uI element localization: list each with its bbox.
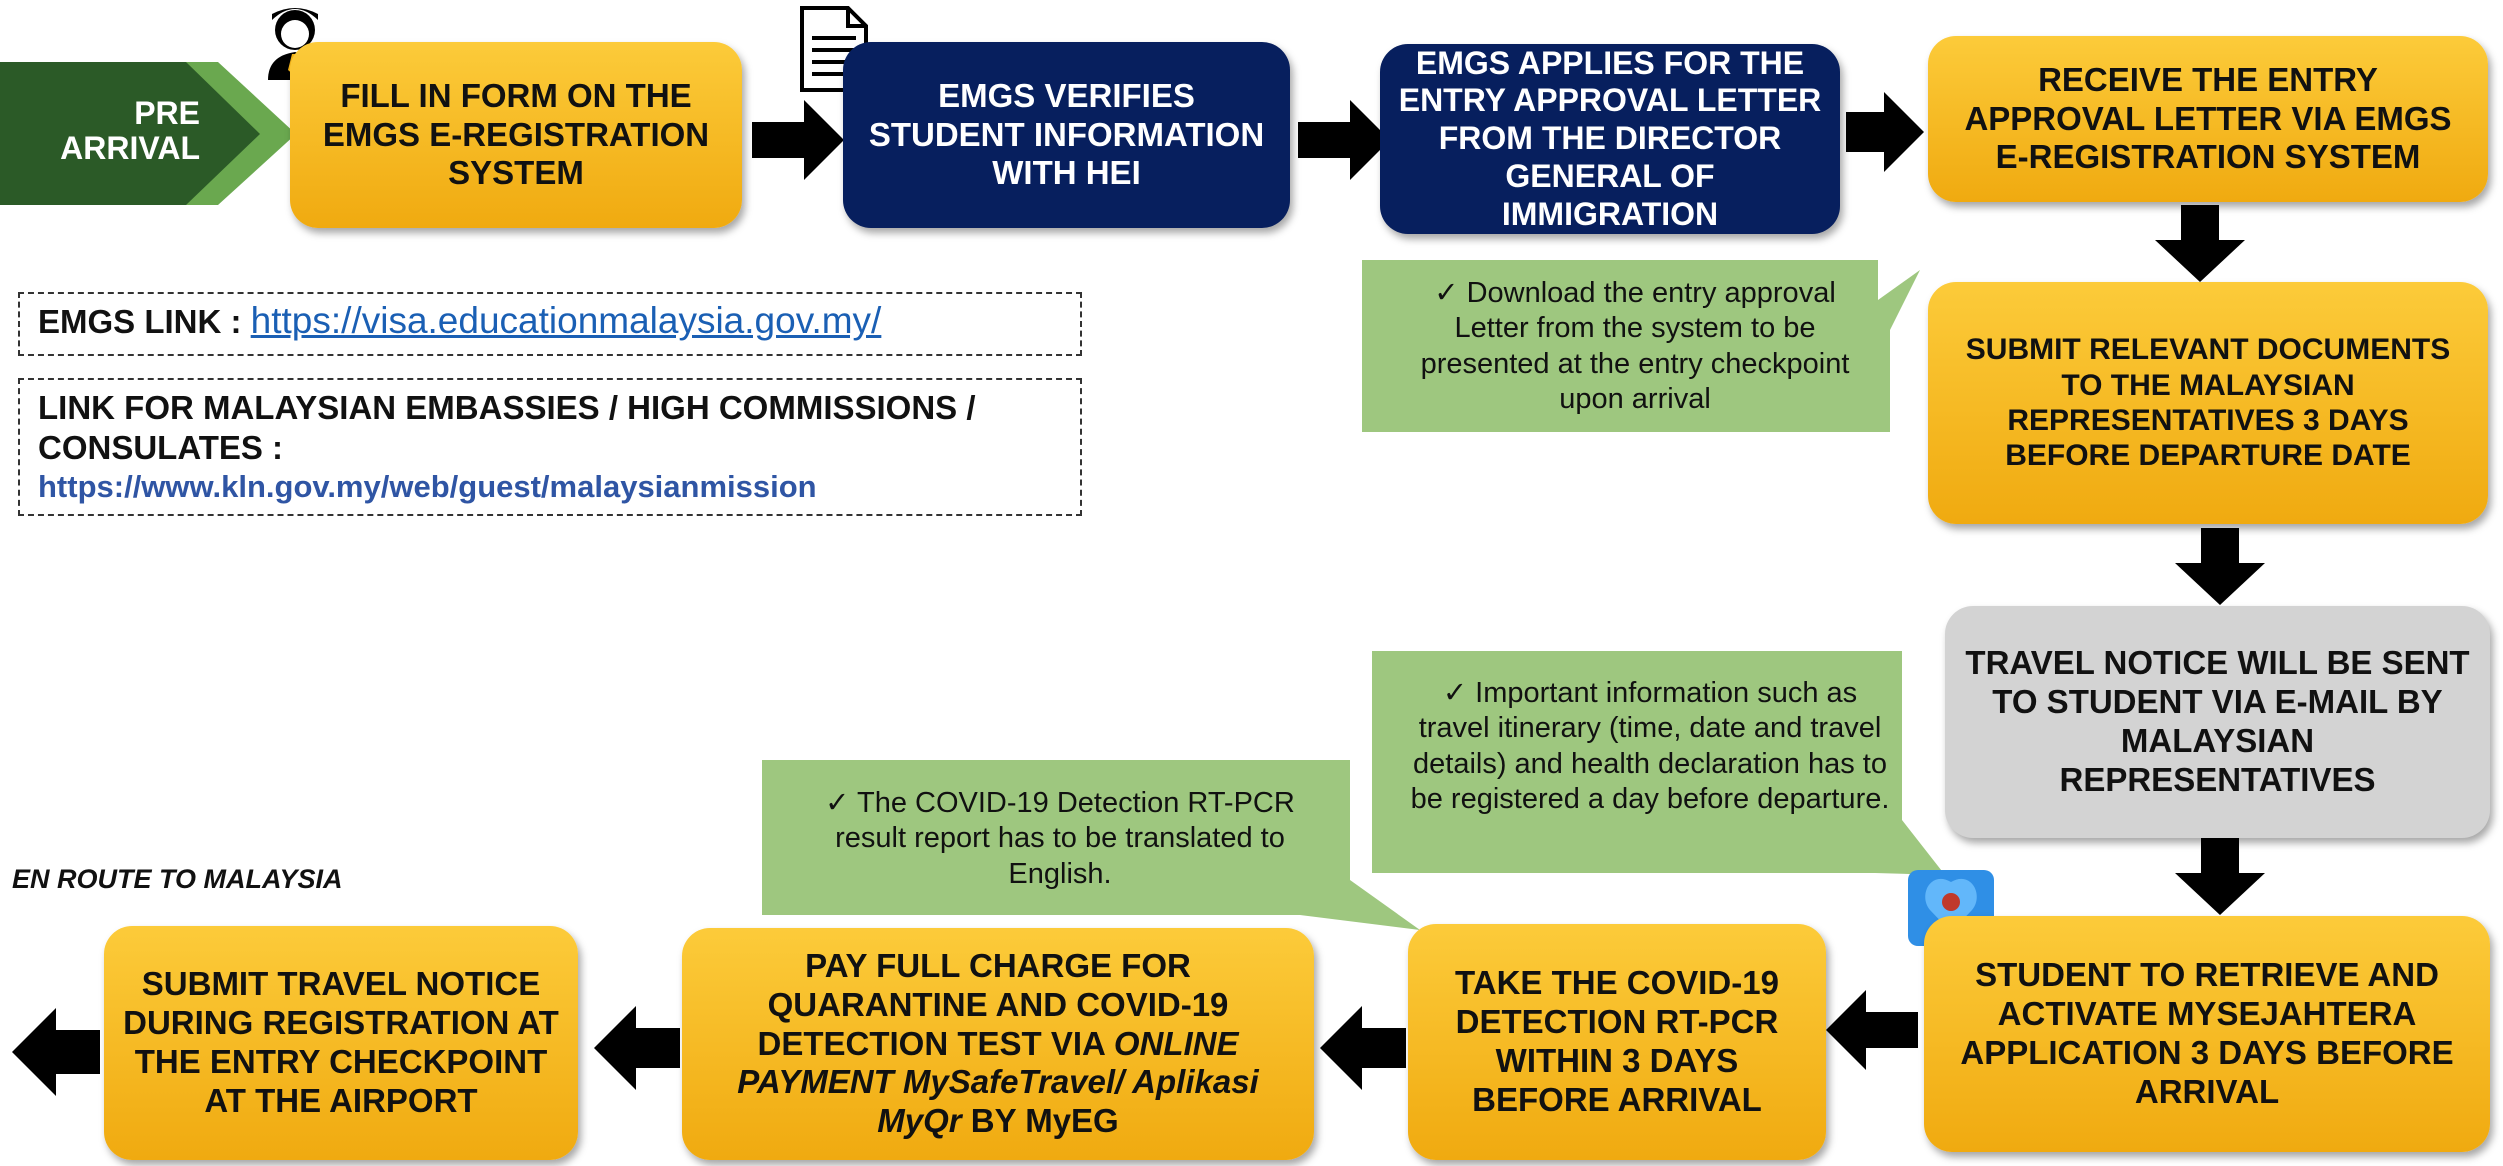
arrow-right-icon (1298, 100, 1390, 180)
step-emgs-verifies-text: EMGS VERIFIES STUDENT INFORMATION WITH H… (868, 76, 1265, 192)
emgs-link-box: EMGS LINK : https://visa.educationmalays… (18, 292, 1082, 356)
step-submit-documents-text: SUBMIT RELEVANT DOCUMENTS TO THE MALAYSI… (1965, 333, 2451, 473)
step-fill-form-text: FILL IN FORM ON THE EMGS E-REGISTRATION … (322, 76, 710, 192)
note-important-info: ✓ Important information such as travel i… (1410, 677, 1890, 816)
arrow-down-icon (2175, 838, 2265, 915)
pre-arrival-chevron-dark (0, 62, 260, 205)
step-pay-charge-text: PAY FULL CHARGE FOR QUARANTINE AND COVID… (706, 947, 1290, 1142)
step-fill-form: FILL IN FORM ON THE EMGS E-REGISTRATION … (290, 42, 742, 228)
step-emgs-applies-text: EMGS APPLIES FOR THE ENTRY APPROVAL LETT… (1398, 44, 1822, 232)
arrow-left-icon (12, 1008, 100, 1096)
en-route-label: EN ROUTE TO MALAYSIA (12, 864, 343, 894)
arrow-left-icon (1826, 990, 1918, 1070)
emgs-link-label: EMGS LINK : (38, 303, 251, 340)
step-mysejahtera-text: STUDENT TO RETRIEVE AND ACTIVATE MYSEJAH… (1960, 956, 2454, 1110)
pre-arrival-label: PRE ARRIVAL (40, 95, 200, 167)
arrow-left-icon (1320, 1006, 1406, 1090)
note-covid-translate: ✓ The COVID-19 Detection RT-PCR result r… (825, 787, 1295, 890)
step-mysejahtera: STUDENT TO RETRIEVE AND ACTIVATE MYSEJAH… (1924, 916, 2490, 1152)
step-covid-test: TAKE THE COVID-19 DETECTION RT-PCR WITHI… (1408, 924, 1826, 1160)
callout-covid-translate (762, 760, 1420, 930)
note-download-letter: ✓ Download the entry approval Letter fro… (1420, 277, 1850, 416)
step-travel-notice: TRAVEL NOTICE WILL BE SENT TO STUDENT VI… (1945, 606, 2490, 838)
arrow-right-icon (1846, 92, 1924, 172)
step-emgs-verifies: EMGS VERIFIES STUDENT INFORMATION WITH H… (843, 42, 1290, 228)
arrow-left-icon (594, 1006, 680, 1090)
step-covid-test-text: TAKE THE COVID-19 DETECTION RT-PCR WITHI… (1455, 964, 1779, 1118)
pre-arrival-line1: PRE (134, 95, 200, 131)
step-emgs-applies: EMGS APPLIES FOR THE ENTRY APPROVAL LETT… (1380, 44, 1840, 234)
step-receive-letter-text: RECEIVE THE ENTRY APPROVAL LETTER VIA EM… (1964, 60, 2452, 176)
pay-charge-part-a: PAY FULL CHARGE FOR QUARANTINE AND COVID… (757, 946, 1229, 1062)
arrow-down-icon (2155, 205, 2245, 282)
step-submit-documents: SUBMIT RELEVANT DOCUMENTS TO THE MALAYSI… (1928, 282, 2488, 524)
embassy-link[interactable]: https://www.kln.gov.my/web/guest/malaysi… (38, 469, 817, 505)
pay-charge-part-b: ONLINE PAYMENT MySafeTravel/ Aplikasi My… (737, 1024, 1259, 1140)
pre-arrival-line2: ARRIVAL (60, 130, 200, 167)
step-travel-notice-text: TRAVEL NOTICE WILL BE SENT TO STUDENT VI… (1965, 644, 2470, 798)
embassy-link-box: LINK FOR MALAYSIAN EMBASSIES / HIGH COMM… (18, 378, 1082, 516)
arrow-right-icon (752, 100, 844, 180)
step-pay-charge: PAY FULL CHARGE FOR QUARANTINE AND COVID… (682, 928, 1314, 1160)
step-submit-notice: SUBMIT TRAVEL NOTICE DURING REGISTRATION… (104, 926, 578, 1160)
arrow-down-icon (2175, 528, 2265, 605)
pay-charge-part-c: BY MyEG (961, 1102, 1119, 1140)
callout-important-info (1372, 651, 1945, 875)
emgs-link[interactable]: https://visa.educationmalaysia.gov.my/ (250, 300, 882, 341)
embassy-link-label: LINK FOR MALAYSIAN EMBASSIES / HIGH COMM… (38, 389, 976, 466)
step-submit-notice-text: SUBMIT TRAVEL NOTICE DURING REGISTRATION… (123, 965, 559, 1119)
callout-download-letter (1362, 260, 1920, 432)
step-receive-letter: RECEIVE THE ENTRY APPROVAL LETTER VIA EM… (1928, 36, 2488, 202)
